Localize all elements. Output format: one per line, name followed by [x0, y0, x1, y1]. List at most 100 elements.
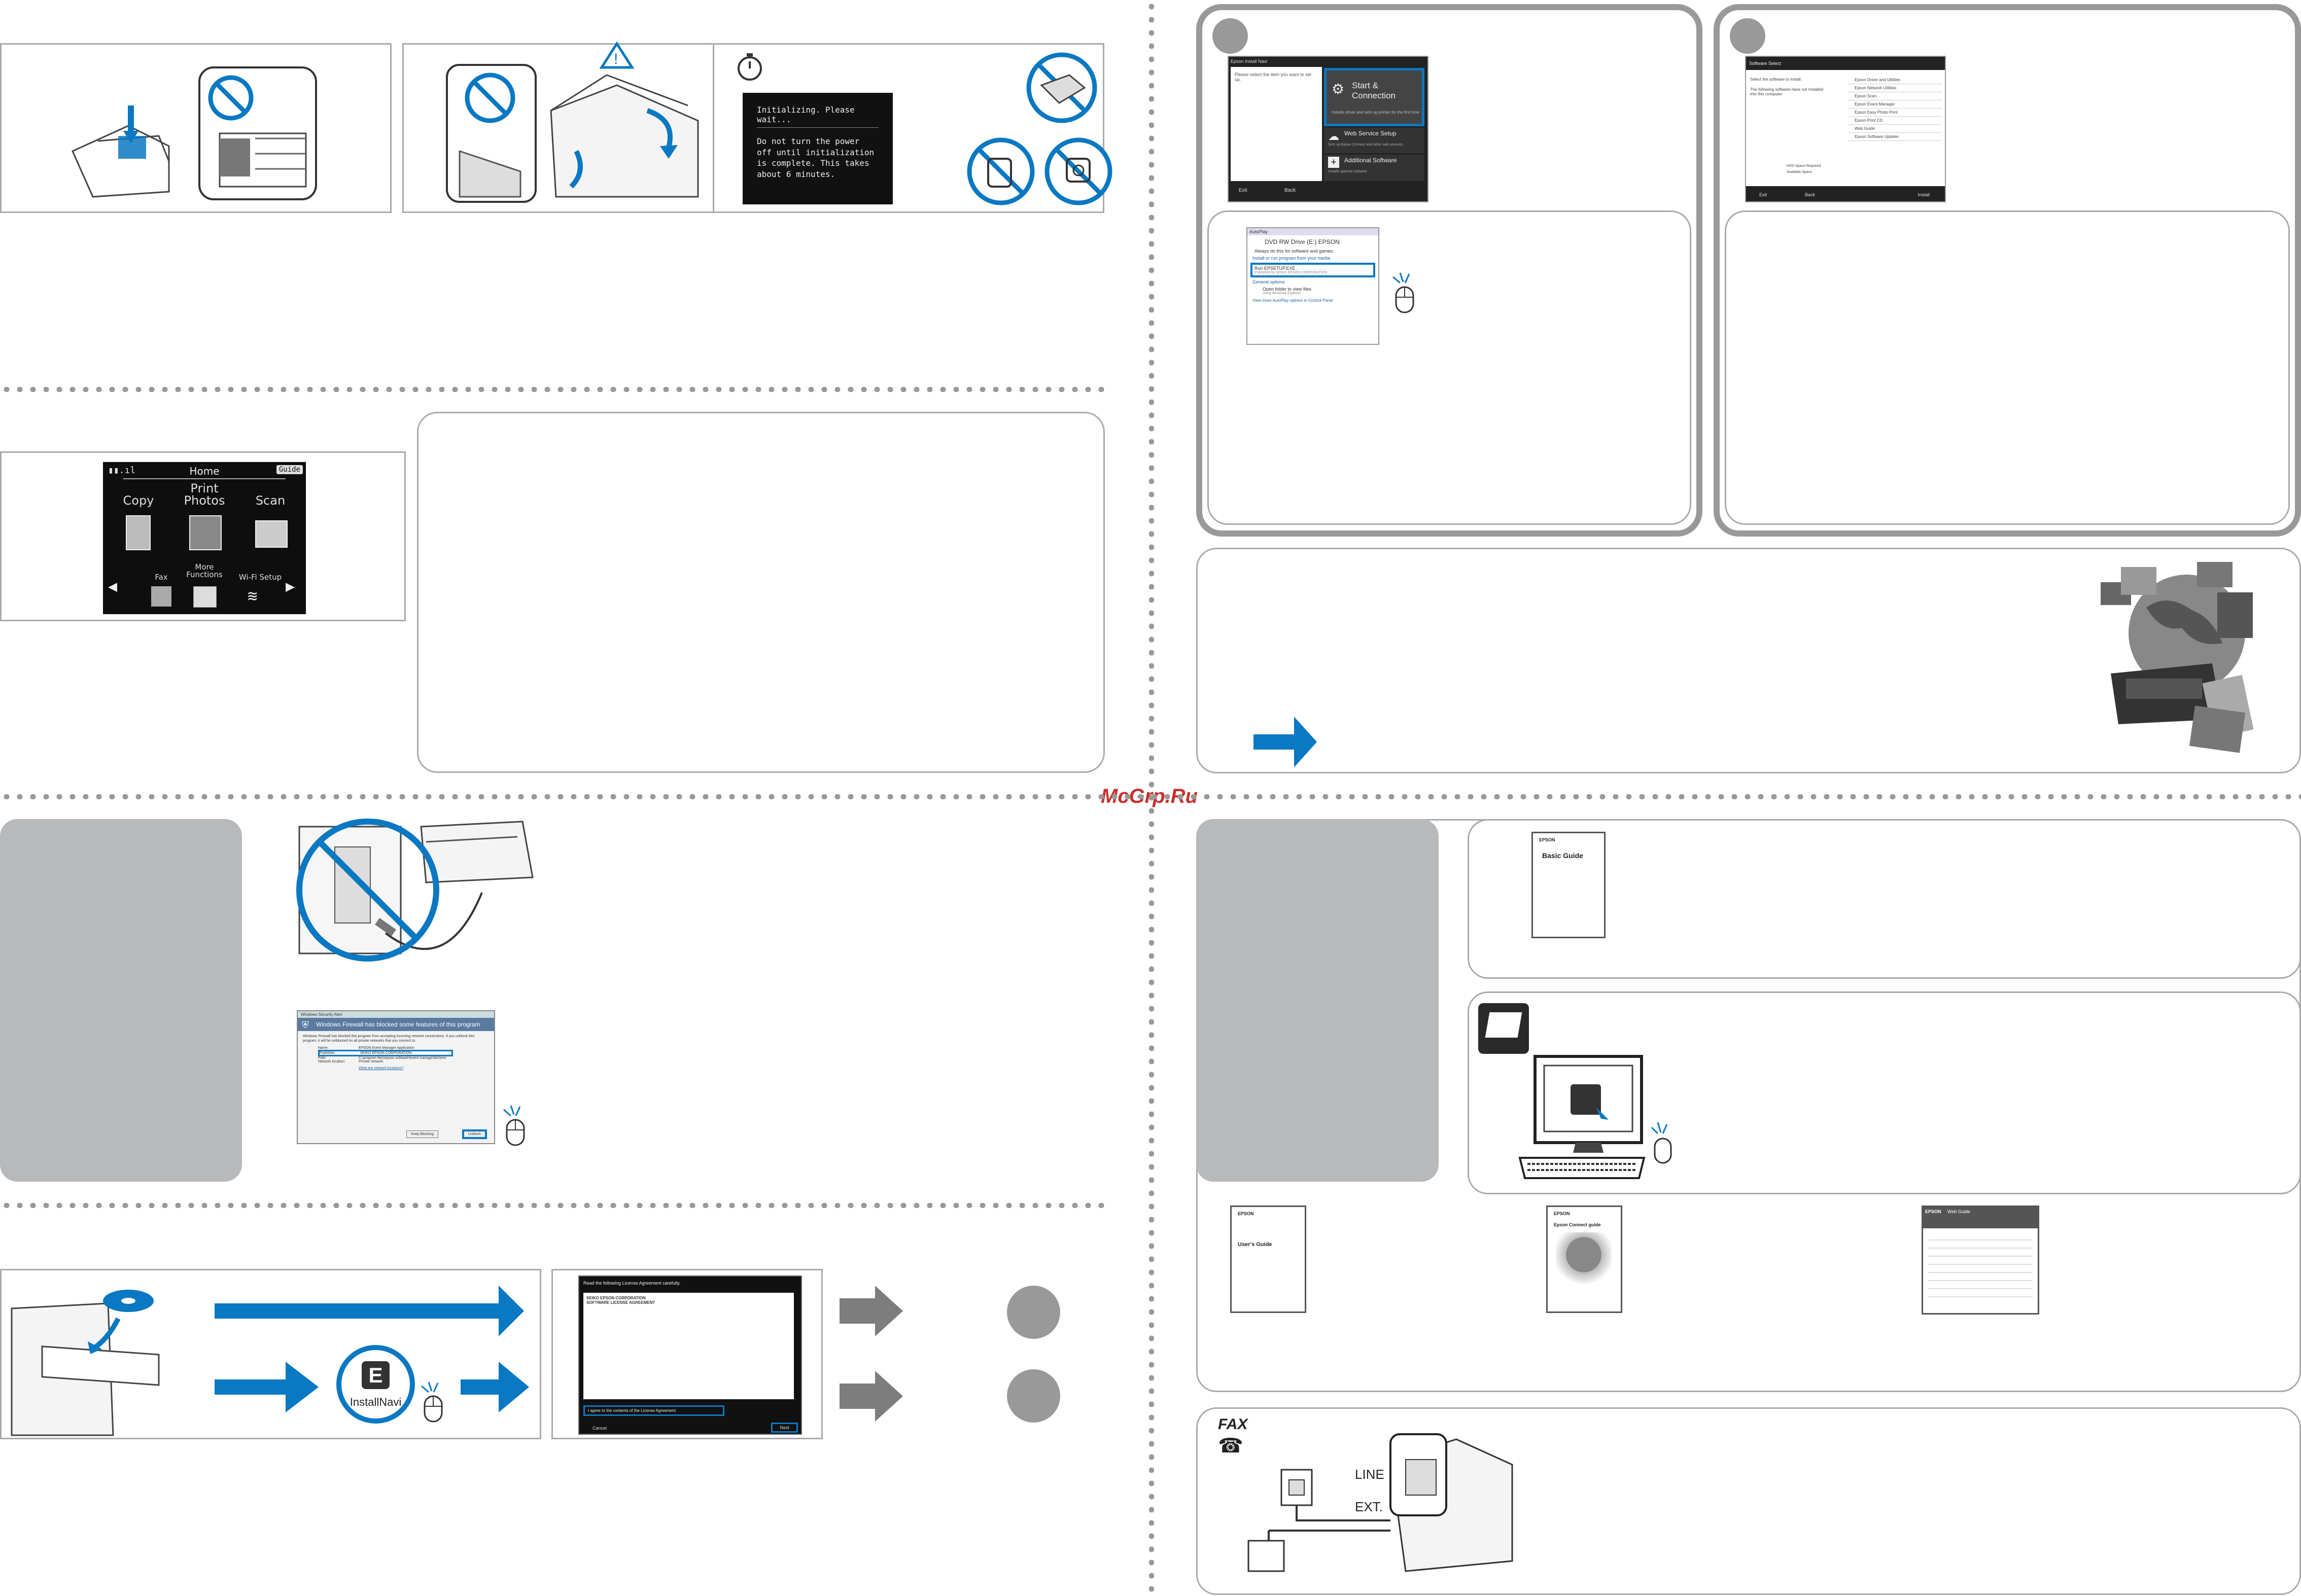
web-guide-brand: EPSON	[1925, 1209, 1941, 1214]
option-start-connection[interactable]: ⚙ Start & Connection Installs driver and…	[1324, 68, 1424, 126]
scanner-illustration	[72, 66, 317, 200]
software-item[interactable]: Epson Driver and Utilities	[1847, 76, 1941, 84]
step-b-ref-circle	[1007, 1369, 1060, 1423]
home-item-fax[interactable]: Fax	[155, 573, 168, 582]
svg-text:!: !	[614, 51, 618, 67]
license-window: Read the following License Agreement car…	[578, 1275, 802, 1435]
firewall-field-row: Publisher:SEIKO EPSON CORPORATION	[318, 1050, 453, 1057]
installnavi-exit[interactable]: Exit	[1239, 188, 1247, 193]
firewall-fields: Name:EPSON Event Manager Application Pub…	[318, 1046, 489, 1063]
field-value: C:\program files\epson software\event ma…	[359, 1056, 446, 1060]
autoplay-link[interactable]: View more AutoPlay options in Control Pa…	[1252, 298, 1333, 303]
autoplay-drive: DVD RW Drive (E:) EPSON	[1265, 238, 1340, 245]
right-arrow-icon[interactable]: ▶	[286, 578, 295, 595]
option-start-connection-note: Installs driver and sets up printer for …	[1332, 110, 1419, 115]
software-item[interactable]: Epson Software Updater	[1847, 133, 1941, 141]
license-heading: Read the following License Agreement car…	[583, 1281, 681, 1286]
software-item[interactable]: Epson Print CD	[1847, 117, 1941, 125]
software-text-panel	[1725, 210, 2290, 525]
field-label: Path:	[318, 1056, 327, 1060]
basic-guide-panel: EPSON Basic Guide	[1468, 819, 2301, 979]
autoplay-run-option[interactable]: Run EPSETUP.EXE Published by SEIKO EPSON…	[1250, 263, 1375, 277]
divider-left-3	[0, 1203, 1106, 1208]
autoplay-run: Run EPSETUP.EXE	[1254, 266, 1296, 271]
space-required: HDD Space Required	[1787, 164, 1821, 168]
home-item-scan[interactable]: Scan	[255, 493, 286, 508]
software-back[interactable]: Back	[1805, 192, 1816, 197]
firewall-heading: Windows Firewall has blocked some featur…	[316, 1021, 480, 1028]
users-guide-brand: EPSON	[1238, 1211, 1254, 1216]
no-open-no-power-illustration	[967, 52, 1112, 205]
option-start-connection-label: Start & Connection	[1352, 81, 1396, 100]
printer-lid-illustration: !	[446, 41, 699, 203]
firewall-link[interactable]: What are network locations?	[359, 1067, 404, 1071]
installnavi-back[interactable]: Back	[1284, 188, 1296, 193]
software-item[interactable]: Web Guide	[1847, 125, 1941, 133]
gray-arrow-a-icon	[840, 1286, 903, 1336]
lcd-init-screen: Initializing. Please wait... Do not turn…	[743, 93, 893, 204]
home-item-copy[interactable]: Copy	[123, 493, 154, 508]
panel-home-screen: ▮▮.ıl Home Guide Copy Print Photos Scan …	[0, 451, 406, 621]
step-b-frame: Software Select Select the software to i…	[1714, 4, 2301, 537]
home-item-print-photos[interactable]: Print Photos	[184, 481, 225, 508]
autoplay-open-folder[interactable]: Open folder to view files	[1263, 287, 1312, 292]
cd-insert-illustration	[11, 1290, 160, 1436]
basic-guide-title: Basic Guide	[1542, 852, 1583, 860]
firewall-heading-bar: ⛨ Windows Firewall has blocked some feat…	[298, 1018, 494, 1031]
home-title-line	[123, 478, 286, 479]
license-next[interactable]: Next	[771, 1423, 798, 1433]
panel-insert-cd: E InstallNavi	[0, 1269, 541, 1439]
unblock-button[interactable]: Unblock	[462, 1129, 487, 1139]
installnavi-icon[interactable]: E InstallNavi	[336, 1345, 415, 1424]
left-arrow-icon[interactable]: ◀	[108, 578, 118, 595]
autoplay-general: General options	[1252, 279, 1285, 285]
home-item-wifi-setup[interactable]: Wi-Fi Setup	[238, 573, 282, 582]
firewall-window: Windows Security Alert ⛨ Windows Firewal…	[297, 1010, 495, 1144]
firewall-field-row: Network location:Private network	[318, 1060, 489, 1063]
lcd-init-body: Do not turn the power off until initiali…	[757, 136, 875, 179]
license-agree-checkbox[interactable]: I agree to the contents of the License A…	[583, 1405, 724, 1416]
option-additional-software[interactable]: + Additional Software Installs optional …	[1324, 155, 1424, 181]
epson-connect-guide-doc: EPSON Epson Connect guide	[1546, 1205, 1622, 1313]
shield-icon: ⛨	[302, 1020, 309, 1030]
option-additional-label: Additional Software	[1344, 157, 1397, 164]
keep-blocking-button[interactable]: Keep Blocking	[406, 1130, 438, 1138]
epson-connect-panel	[1196, 548, 2301, 773]
installnavi-title: Epson Install Navi	[1231, 59, 1268, 64]
autoplay-checkbox[interactable]: Always do this for software and games:	[1254, 249, 1334, 254]
software-item[interactable]: Epson Network Utilities	[1847, 84, 1941, 92]
fax-line-label: LINE	[1355, 1467, 1384, 1482]
home-item-more-functions[interactable]: More Functions	[186, 562, 223, 579]
fax-icon	[151, 586, 171, 607]
blank-text-panel-mid-left	[417, 412, 1105, 773]
option-web-service[interactable]: ☁ Web Service Setup Sets up Epson Connec…	[1324, 128, 1424, 153]
wifi-icon: ≋	[248, 586, 258, 606]
software-install[interactable]: Install	[1918, 192, 1930, 197]
gray-arrow-b-icon	[840, 1371, 903, 1422]
scanner-icon	[255, 520, 288, 548]
guide-badge[interactable]: Guide	[276, 465, 303, 474]
installnavi-e-icon: E	[362, 1361, 390, 1389]
plus-icon: +	[1328, 157, 1339, 168]
installnavi-left-pane: Please select the item you want to set u…	[1231, 67, 1322, 181]
software-item[interactable]: Epson Scan	[1847, 92, 1941, 100]
software-item[interactable]: Epson Event Manager	[1847, 100, 1941, 109]
firewall-field-row: Name:EPSON Event Manager Application	[318, 1046, 489, 1050]
firewall-window-title: Windows Security Alert	[298, 1011, 494, 1018]
field-value: SEIKO EPSON CORPORATION	[360, 1051, 412, 1055]
cloud-icon: ☁	[1328, 130, 1339, 143]
license-cancel[interactable]: Cancel	[592, 1426, 607, 1431]
connect-guide-title: Epson Connect guide	[1554, 1222, 1601, 1227]
software-item[interactable]: Epson Easy Photo Print	[1847, 109, 1941, 117]
installnavi-window: Epson Install Navi Please select the ite…	[1228, 56, 1428, 202]
short-arrow-icon	[215, 1362, 319, 1412]
autoplay-title: AutoPlay	[1247, 228, 1378, 235]
mouse-click-icon	[421, 1381, 443, 1423]
installnavi-prompt: Please select the item you want to set u…	[1235, 72, 1312, 82]
panel-no-touch-scanner	[0, 43, 392, 213]
step-a-frame: Epson Install Navi Please select the ite…	[1196, 4, 1702, 537]
epson-shortcut-icon[interactable]	[1478, 1003, 1529, 1054]
software-list: Epson Driver and Utilities Epson Network…	[1847, 76, 1941, 141]
users-guide-doc: EPSON User's Guide	[1230, 1205, 1306, 1313]
software-exit[interactable]: Exit	[1759, 192, 1767, 197]
